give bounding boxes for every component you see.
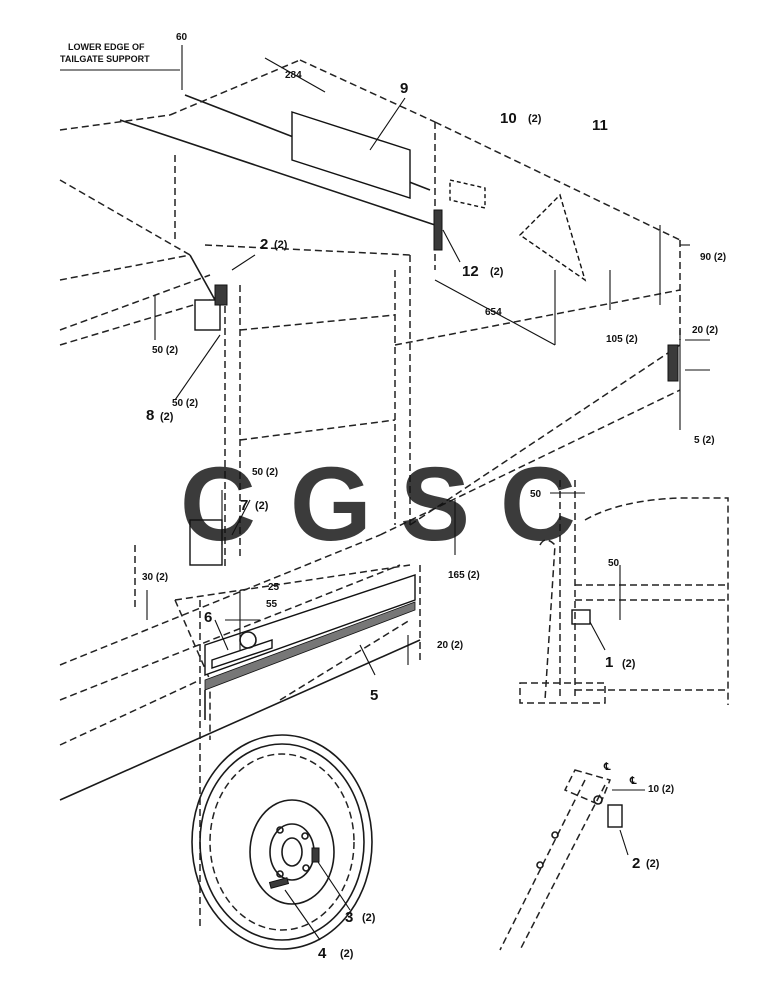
dim-105: 105 (2) (606, 334, 638, 345)
watermark-letter-2: G (290, 446, 372, 563)
centerline-1: ℄ (603, 762, 611, 773)
dim-50-gate: 50 (2) (172, 398, 198, 409)
dim-284: 284 (285, 70, 302, 81)
callout-7: 7 (240, 497, 248, 514)
dim-165: 165 (2) (448, 570, 480, 581)
dimension-lines (60, 45, 710, 941)
dim-20-bottom: 20 (2) (437, 640, 463, 651)
callout-10: 10 (500, 110, 517, 127)
dim-55: 55 (266, 599, 278, 610)
dim-50-inset-a: 50 (530, 489, 542, 500)
callout-8: 8 (146, 407, 154, 424)
watermark-letter-4: C (500, 446, 576, 563)
dim-90: 90 (2) (700, 252, 726, 263)
callout-12: 12 (462, 263, 479, 280)
labels: LOWER EDGE OF TAILGATE SUPPORT 9 10 (2) … (60, 32, 726, 962)
dim-25: 25 (268, 582, 280, 593)
dim-10: 10 (2) (648, 784, 674, 795)
dim-50-left: 50 (2) (152, 345, 178, 356)
callout-12-qty: (2) (490, 266, 504, 278)
dim-30: 30 (2) (142, 572, 168, 583)
callout-2-detail-qty: (2) (646, 858, 660, 870)
callout-2-hitch: 2 (260, 236, 268, 253)
inset-hitch-view (499, 769, 623, 951)
callout-8-qty: (2) (160, 411, 174, 423)
decal-2-hitch (214, 284, 228, 306)
callout-1: 1 (605, 654, 613, 671)
dim-654: 654 (485, 307, 502, 318)
note-line-2: TAILGATE SUPPORT (60, 54, 150, 64)
decal-10 (449, 179, 486, 209)
reflector-right (667, 344, 679, 382)
callout-11: 11 (592, 117, 608, 134)
inset-corner-view (519, 480, 729, 705)
callout-10-qty: (2) (528, 113, 542, 125)
trailer-body-outline (59, 59, 681, 930)
decal-1 (571, 609, 591, 625)
decal-7 (189, 519, 223, 566)
callout-3-qty: (2) (362, 912, 376, 924)
callout-6: 6 (204, 609, 212, 626)
decals (189, 111, 679, 669)
watermark-letter-3: S (400, 446, 470, 563)
watermark-letter-1: C (180, 446, 256, 563)
callout-7-qty: (2) (255, 500, 269, 512)
dim-5: 5 (2) (694, 435, 715, 446)
note-line-1: LOWER EDGE OF (68, 42, 145, 52)
callout-1-qty: (2) (622, 658, 636, 670)
callout-9: 9 (400, 80, 408, 97)
centerline-2: ℄ (629, 776, 637, 787)
callout-4-qty: (2) (340, 948, 354, 960)
watermark-logo: C G S C (180, 446, 576, 563)
decal-3 (311, 847, 320, 863)
callout-5: 5 (370, 687, 378, 704)
wheel-assembly (191, 734, 373, 950)
decal-9 (291, 111, 411, 199)
decal-2-hitch-detail (607, 804, 623, 828)
callout-2-detail: 2 (632, 855, 640, 872)
decal-11 (518, 193, 587, 282)
decal-12 (433, 209, 443, 251)
dim-50-seven: 50 (2) (252, 467, 278, 478)
dim-60: 60 (176, 32, 188, 43)
decal-4 (268, 877, 290, 889)
callout-2-hitch-qty: (2) (274, 239, 288, 251)
dim-20-top: 20 (2) (692, 325, 718, 336)
dim-50-inset-b: 50 (608, 558, 620, 569)
callout-3: 3 (345, 909, 353, 926)
callout-4: 4 (318, 945, 327, 962)
